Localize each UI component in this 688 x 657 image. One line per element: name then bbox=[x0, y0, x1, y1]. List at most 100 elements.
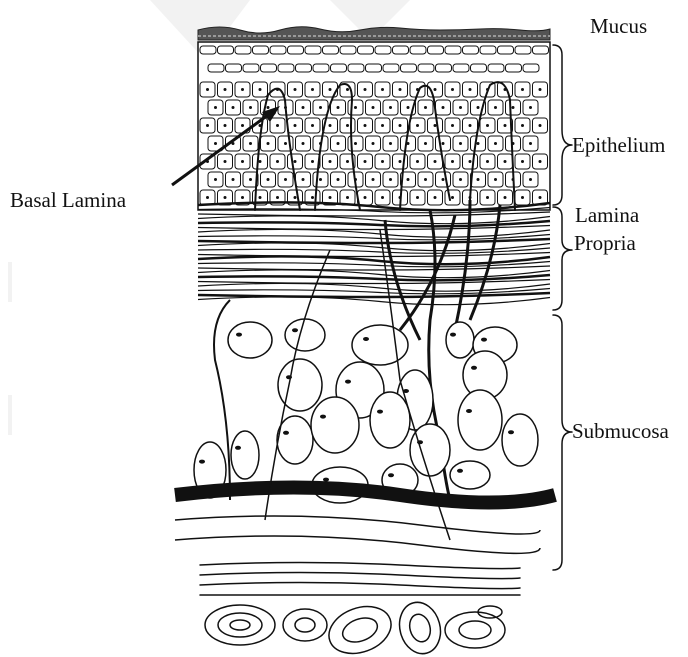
epithelial-cell bbox=[208, 64, 224, 72]
cell-nucleus bbox=[323, 478, 329, 482]
cell-nucleus bbox=[529, 142, 532, 145]
adipose-cell bbox=[450, 461, 490, 489]
cell-nucleus bbox=[521, 160, 524, 163]
cell-nucleus bbox=[276, 124, 279, 127]
cell-nucleus bbox=[434, 160, 437, 163]
cell-nucleus bbox=[381, 196, 384, 199]
cell-nucleus bbox=[311, 196, 314, 199]
epithelial-cell bbox=[270, 46, 286, 54]
cell-nucleus bbox=[346, 88, 349, 91]
cell-nucleus bbox=[364, 88, 367, 91]
epithelial-cell bbox=[305, 46, 321, 54]
cell-nucleus bbox=[494, 178, 497, 181]
cell-nucleus bbox=[259, 88, 262, 91]
epithelial-cell bbox=[418, 64, 434, 72]
cell-nucleus bbox=[276, 160, 279, 163]
cell-nucleus bbox=[539, 88, 542, 91]
cell-nucleus bbox=[388, 473, 394, 477]
adipose-cell bbox=[228, 322, 272, 358]
adipose-cell bbox=[352, 325, 408, 365]
muscle-layer bbox=[200, 563, 520, 657]
epithelial-cell bbox=[226, 64, 242, 72]
epithelial-cell bbox=[278, 64, 294, 72]
epithelial-cell bbox=[383, 64, 399, 72]
basal-lamina-label: Basal Lamina bbox=[10, 188, 127, 212]
cell-nucleus bbox=[442, 178, 445, 181]
adipose-cell bbox=[311, 397, 359, 453]
cell-nucleus bbox=[236, 333, 242, 337]
cell-nucleus bbox=[469, 124, 472, 127]
cell-nucleus bbox=[294, 88, 297, 91]
cell-nucleus bbox=[450, 333, 456, 337]
cell-nucleus bbox=[529, 106, 532, 109]
cell-nucleus bbox=[241, 88, 244, 91]
cell-nucleus bbox=[372, 178, 375, 181]
cell-nucleus bbox=[381, 124, 384, 127]
cell-nucleus bbox=[424, 178, 427, 181]
cell-nucleus bbox=[469, 88, 472, 91]
epithelial-cell bbox=[515, 46, 531, 54]
epithelial-cell bbox=[348, 64, 364, 72]
cell-nucleus bbox=[345, 380, 351, 384]
collagen-fiber bbox=[198, 293, 550, 297]
epithelial-cell bbox=[366, 64, 382, 72]
cell-nucleus bbox=[539, 196, 542, 199]
cell-nucleus bbox=[319, 106, 322, 109]
adipose-cell bbox=[446, 322, 474, 358]
cell-nucleus bbox=[241, 160, 244, 163]
collagen-fiber bbox=[198, 239, 550, 243]
cell-nucleus bbox=[381, 160, 384, 163]
epithelial-cell bbox=[480, 46, 496, 54]
adipose-cells bbox=[194, 319, 538, 503]
cell-nucleus bbox=[354, 106, 357, 109]
blood-vessel-outline bbox=[175, 516, 540, 534]
cell-nucleus bbox=[459, 178, 462, 181]
adipose-cell bbox=[231, 431, 259, 479]
epithelial-cell bbox=[200, 46, 216, 54]
cell-nucleus bbox=[354, 142, 357, 145]
epithelial-cell bbox=[218, 46, 234, 54]
cell-nucleus bbox=[399, 88, 402, 91]
epithelial-cell bbox=[436, 64, 452, 72]
cell-nucleus bbox=[206, 124, 209, 127]
cell-nucleus bbox=[329, 88, 332, 91]
cell-nucleus bbox=[504, 124, 507, 127]
epithelial-cell bbox=[331, 64, 347, 72]
cell-nucleus bbox=[416, 160, 419, 163]
cell-nucleus bbox=[424, 142, 427, 145]
cell-nucleus bbox=[399, 124, 402, 127]
layer-brackets bbox=[553, 45, 572, 570]
cell-nucleus bbox=[320, 415, 326, 419]
cell-nucleus bbox=[259, 196, 262, 199]
cell-nucleus bbox=[346, 160, 349, 163]
cell-nucleus bbox=[283, 431, 289, 435]
cell-nucleus bbox=[302, 106, 305, 109]
cell-nucleus bbox=[346, 124, 349, 127]
cell-nucleus bbox=[337, 178, 340, 181]
submucosa-label: Submucosa bbox=[572, 419, 670, 443]
cell-nucleus bbox=[457, 469, 463, 473]
cell-nucleus bbox=[302, 142, 305, 145]
cell-nucleus bbox=[284, 142, 287, 145]
cell-nucleus bbox=[477, 142, 480, 145]
epithelial-cell bbox=[453, 64, 469, 72]
cell-nucleus bbox=[364, 124, 367, 127]
cell-nucleus bbox=[311, 160, 314, 163]
epithelial-cell bbox=[533, 46, 549, 54]
cell-nucleus bbox=[407, 106, 410, 109]
epithelial-cell bbox=[506, 64, 522, 72]
cell-nucleus bbox=[249, 178, 252, 181]
epithelial-cell bbox=[410, 46, 426, 54]
cell-nucleus bbox=[292, 328, 298, 332]
cell-nucleus bbox=[459, 106, 462, 109]
cell-nucleus bbox=[214, 106, 217, 109]
cell-nucleus bbox=[539, 124, 542, 127]
cell-nucleus bbox=[504, 160, 507, 163]
cell-nucleus bbox=[521, 196, 524, 199]
cell-nucleus bbox=[389, 106, 392, 109]
epithelial-cell bbox=[393, 46, 409, 54]
cell-nucleus bbox=[259, 160, 262, 163]
cell-nucleus bbox=[481, 338, 487, 342]
epithelial-cell bbox=[288, 46, 304, 54]
